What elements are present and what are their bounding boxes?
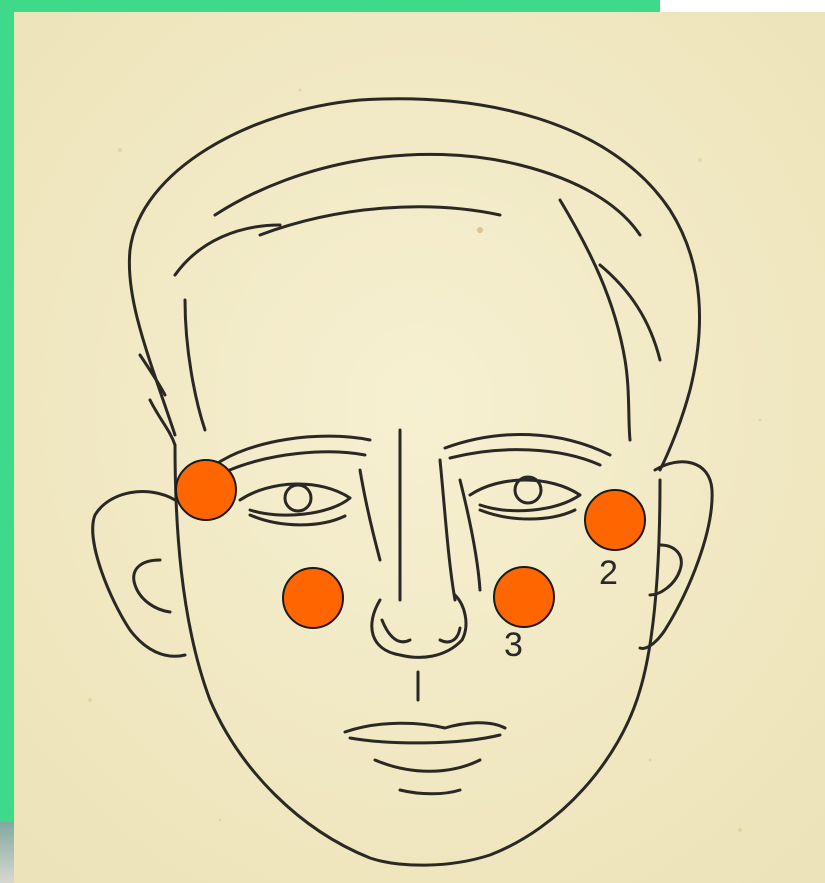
paper-texture <box>14 12 825 883</box>
marker-left-cheek <box>283 568 343 628</box>
point-label-2: 2 <box>599 556 618 590</box>
marker-right-temple <box>585 490 645 550</box>
marker-right-cheek <box>494 567 554 627</box>
point-label-3: 3 <box>504 628 523 662</box>
marker-left-temple <box>176 460 236 520</box>
